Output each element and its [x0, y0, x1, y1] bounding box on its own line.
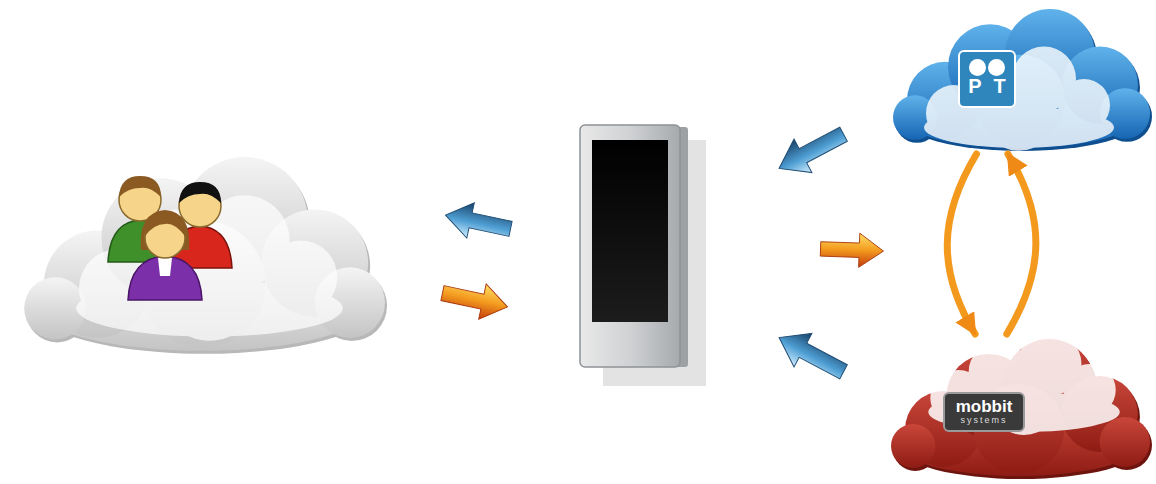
cloud-shape [890, 4, 1152, 154]
cloud-node: mobbitsystems [888, 334, 1152, 482]
cloud-node: PT [890, 4, 1152, 154]
people-icon [108, 176, 232, 300]
logo-dot [969, 59, 986, 76]
curved-arrow [1007, 154, 1036, 334]
logo-badge: PT [958, 50, 1016, 108]
logo-text: mobbit [956, 398, 1013, 415]
logo-badge: mobbitsystems [943, 392, 1025, 432]
blue-arrow [442, 197, 515, 246]
tablet-device [580, 125, 706, 386]
logo-dot [988, 59, 1005, 76]
people-cloud [24, 157, 387, 354]
blue-arrow [770, 117, 852, 185]
orange-arrow [820, 232, 884, 268]
blue-arrow [770, 321, 852, 389]
curved-arrow [947, 154, 976, 334]
logo-text: PT [956, 76, 1018, 96]
logo-subtext: systems [960, 416, 1007, 426]
orange-arrow [439, 275, 512, 324]
